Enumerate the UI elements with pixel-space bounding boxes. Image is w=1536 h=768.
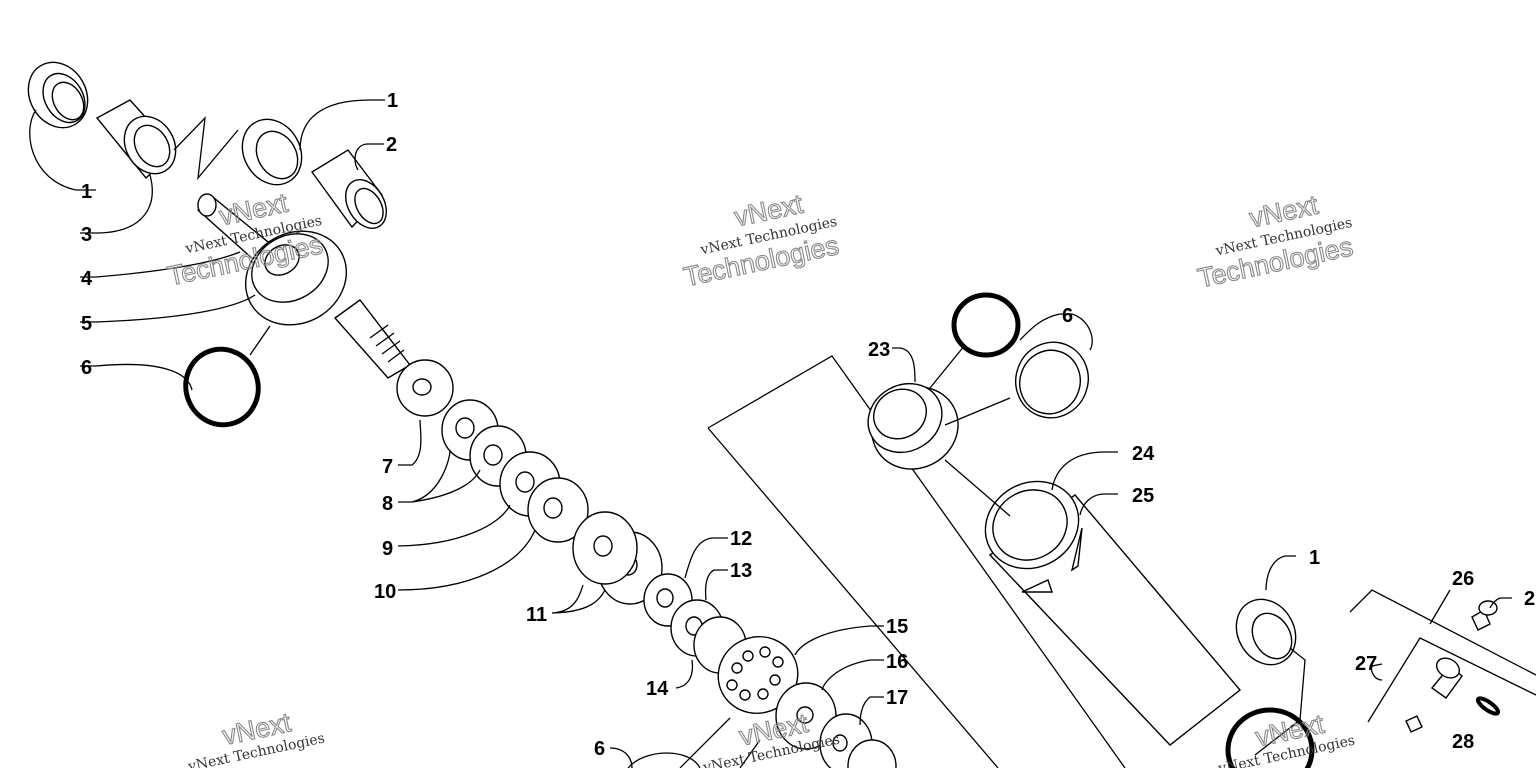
- callout-6: 6: [81, 357, 92, 379]
- bushing-part-1c: [1235, 598, 1297, 666]
- o-ring-top-part-6: [951, 292, 1021, 358]
- leader-zigzag: [173, 116, 239, 181]
- watermark-4: vNext vNext Technologies: [186, 707, 326, 768]
- callout-1: 1: [387, 90, 398, 112]
- watermark-2: vNext vNext Technologies Technologies: [680, 188, 842, 293]
- bushing-part-1b: [241, 118, 303, 186]
- callout-2-right: 2: [1524, 588, 1535, 610]
- callout-13: 13: [730, 560, 752, 582]
- sleeve-part-2: [310, 149, 387, 229]
- callout-1: 1: [81, 181, 92, 203]
- valve-assembly: [1349, 589, 1536, 733]
- ring-part-6: [1015, 341, 1089, 419]
- callout-26: 26: [1452, 568, 1474, 590]
- callout-10: 10: [374, 581, 396, 603]
- callout-12: 12: [730, 528, 752, 550]
- lower-ring-part-6: [627, 752, 701, 768]
- callout-16: 16: [886, 651, 908, 673]
- callout-5: 5: [81, 313, 92, 335]
- callout-6-lower: 6: [594, 738, 605, 760]
- callout-9: 9: [382, 538, 393, 560]
- callout-7: 7: [382, 456, 393, 478]
- spacer-part-3: [95, 99, 177, 180]
- callout-25: 25: [1132, 485, 1154, 507]
- callout-1-right: 1: [1309, 547, 1320, 569]
- callout-28: 28: [1452, 731, 1474, 753]
- bushing-part-1: [27, 61, 89, 129]
- callout-2: 2: [386, 134, 397, 156]
- shaft-eye-part-5: [244, 230, 348, 326]
- callout-15: 15: [886, 616, 908, 638]
- o-ring-lower-right: [1225, 707, 1315, 768]
- reservoir-body-part-24: [984, 480, 1242, 746]
- callout-27: 27: [1355, 653, 1377, 675]
- callout-24: 24: [1132, 443, 1155, 465]
- callout-3: 3: [81, 224, 92, 246]
- callout-8: 8: [382, 493, 393, 515]
- callout-4: 4: [81, 268, 93, 290]
- washer-lower: [775, 682, 897, 768]
- piston-part-15: [717, 636, 799, 714]
- washer-stack: [396, 359, 747, 674]
- reservoir-outline: [707, 355, 1126, 768]
- shaft-rod: [333, 299, 412, 379]
- callout-14: 14: [646, 678, 669, 700]
- callout-17: 17: [886, 687, 908, 709]
- callout-11: 11: [526, 604, 547, 626]
- leader-lines: [29, 99, 1512, 768]
- o-ring-part-6: [183, 346, 261, 428]
- callout-6-right: 6: [1062, 305, 1073, 327]
- watermark-3: vNext vNext Technologies Technologies: [1195, 189, 1357, 294]
- cap-part-23: [867, 382, 959, 470]
- callout-23: 23: [868, 339, 890, 361]
